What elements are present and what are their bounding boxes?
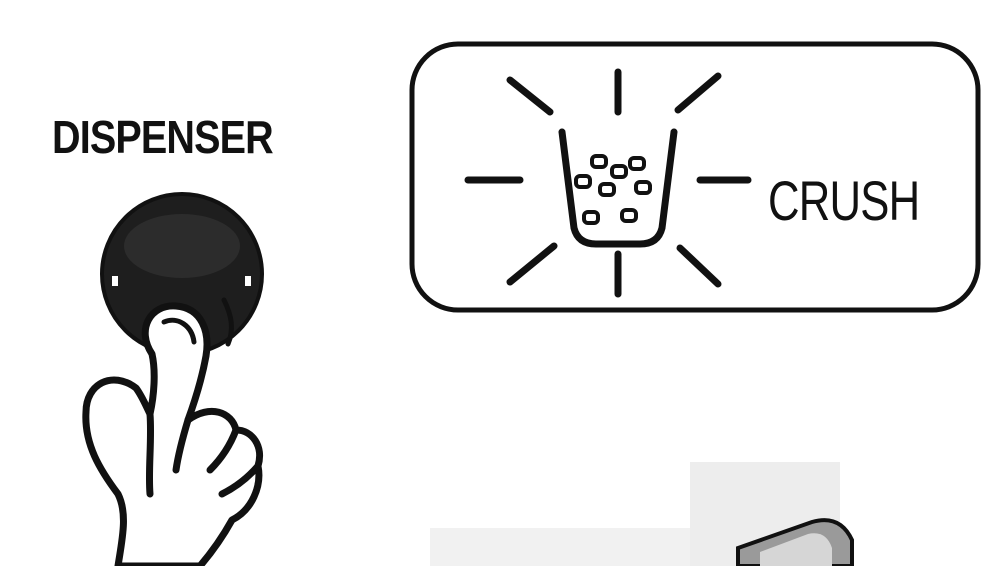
dispenser-label: DISPENSER <box>52 110 273 164</box>
pointing-hand-icon <box>86 300 260 566</box>
bottom-panel-shading <box>430 462 852 566</box>
crush-label: CRUSH <box>768 168 919 233</box>
